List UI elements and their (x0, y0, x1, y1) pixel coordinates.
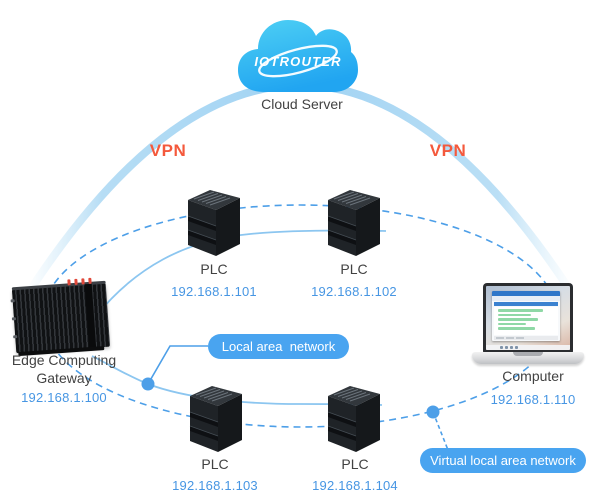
iotrouter-logo: IOTROUTER (254, 54, 342, 69)
window-titlebar (492, 291, 560, 296)
taskbar (486, 345, 570, 350)
gateway-ip: 192.168.1.100 (21, 390, 107, 405)
plc4-label: PLC (341, 456, 369, 472)
edge-gateway-device-icon (10, 277, 111, 357)
antenna-icon (67, 279, 71, 286)
window-button-row (494, 336, 558, 340)
antenna-icon (74, 278, 78, 285)
antenna-icon (88, 277, 92, 284)
window-selected-row (494, 302, 558, 306)
cloud-server-label: Cloud Server (261, 96, 343, 112)
gateway-label-line1: Edge Computing (11, 352, 117, 368)
vlan-node-dot (426, 405, 440, 419)
computer-device-icon (472, 283, 584, 367)
antenna-icon (81, 278, 85, 285)
vpn-arc (21, 81, 579, 302)
plc-device-1-icon (187, 190, 240, 256)
gateway-port (13, 335, 18, 339)
gateway-label: Edge Computing Gateway (8, 352, 120, 387)
plc3-ip: 192.168.1.103 (172, 478, 258, 493)
plc2-ip: 192.168.1.102 (311, 284, 397, 299)
log-line (498, 309, 543, 312)
log-line (498, 318, 538, 321)
cloud-server-icon: IOTROUTER (236, 10, 360, 94)
plc4-ip: 192.168.1.104 (312, 478, 398, 493)
plc-device-2-icon (327, 190, 380, 256)
plc-device-3-icon (189, 386, 242, 452)
computer-label: Computer (502, 368, 564, 384)
vpn-label-left: VPN (149, 141, 187, 160)
computer-ip: 192.168.1.110 (490, 392, 576, 407)
vlan-callout-pill: Virtual local area network (420, 448, 586, 473)
plc-device-4-icon (327, 386, 380, 452)
lan-callout-line (147, 345, 208, 385)
lan-callout-pill: Local area network (208, 334, 349, 359)
lan-node-dot (141, 377, 155, 391)
plc1-ip: 192.168.1.101 (171, 284, 257, 299)
vpn-label-right: VPN (429, 141, 467, 160)
plc2-label: PLC (340, 261, 368, 277)
log-line (498, 327, 536, 330)
gateway-label-line2: Gateway (36, 369, 92, 386)
laptop-display (486, 286, 570, 350)
gateway-port (10, 299, 15, 303)
cloud-icon (238, 20, 358, 92)
gateway-front-panel (84, 283, 97, 349)
gateway-port (11, 317, 17, 321)
app-window (492, 291, 560, 341)
laptop-base (472, 352, 584, 364)
log-line (498, 313, 532, 316)
plc1-label: PLC (200, 261, 228, 277)
window-toolbar (492, 296, 560, 301)
laptop-screen (483, 283, 573, 353)
logo-swoosh (258, 44, 338, 78)
log-line (498, 322, 527, 325)
plc3-label: PLC (201, 456, 229, 472)
window-log-content (494, 307, 558, 335)
